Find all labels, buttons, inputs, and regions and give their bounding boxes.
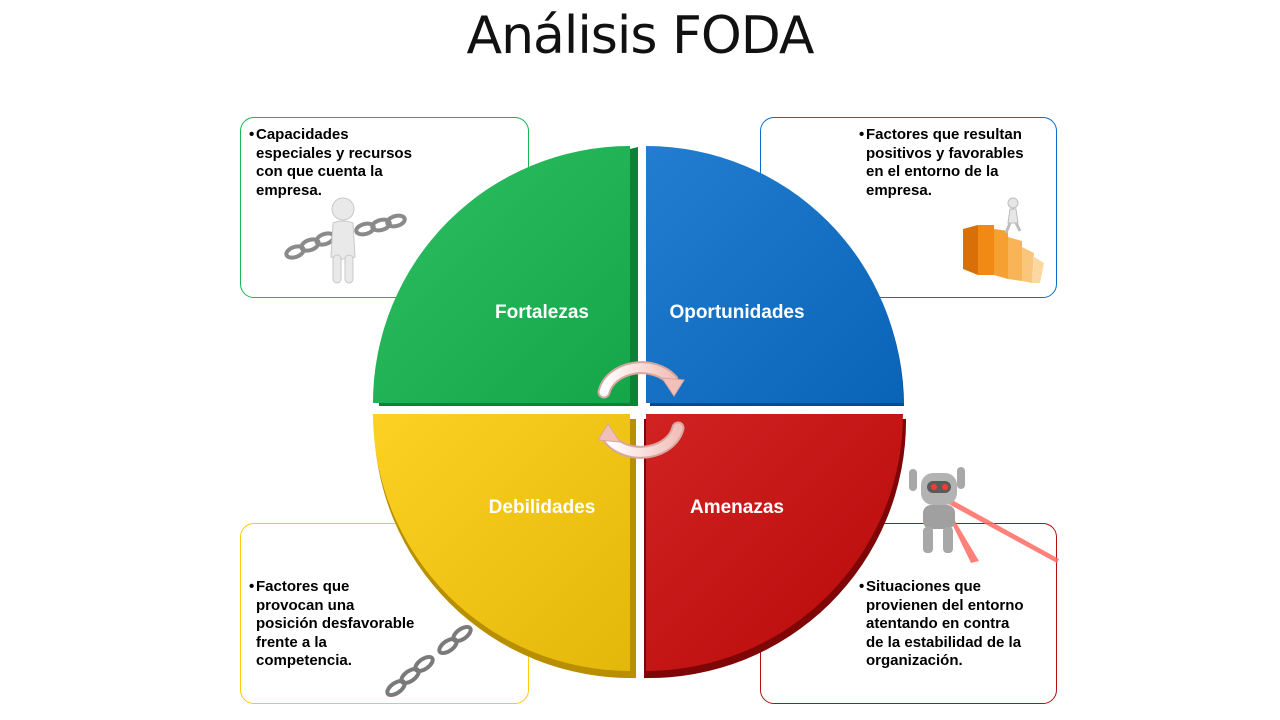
text-line: de la estabilidad de la [866, 634, 1024, 653]
text-line: empresa. [256, 182, 412, 201]
text-line: en el entorno de la [866, 163, 1024, 182]
bullet: • [249, 126, 254, 145]
figure-climbing-stairs-icon [958, 193, 1048, 289]
label-debilidades: Debilidades [489, 497, 596, 518]
text-line: provienen del entorno [866, 597, 1024, 616]
label-fortalezas: Fortalezas [495, 302, 589, 323]
text-line: provocan una [256, 597, 414, 616]
text-line: Capacidades [256, 126, 412, 145]
bullet: • [859, 126, 864, 145]
text-line: Factores que resultan [866, 126, 1024, 145]
text-line: posición desfavorable [256, 615, 414, 634]
bullet: • [859, 578, 864, 597]
text-line: atentando en contra [866, 615, 1024, 634]
text-line: organización. [866, 652, 1024, 671]
text-line: especiales y recursos [256, 145, 412, 164]
text-line: frente a la [256, 634, 414, 653]
text-line: positivos y favorables [866, 145, 1024, 164]
text-line: empresa. [866, 182, 1024, 201]
text-line: Factores que [256, 578, 414, 597]
page-title: Análisis FODA [0, 6, 1280, 66]
cycle-arrows-icon [598, 368, 684, 453]
text-fortalezas: • Capacidades especiales y recursos con … [256, 126, 412, 200]
text-line: competencia. [256, 652, 414, 671]
figure-holding-chain-icon [283, 197, 409, 289]
text-line: Situaciones que [866, 578, 1024, 597]
bullet: • [249, 578, 254, 597]
text-line: con que cuenta la [256, 163, 412, 182]
robot-laser-icon [903, 465, 1059, 563]
text-oportunidades: • Factores que resultan positivos y favo… [866, 126, 1024, 200]
label-amenazas: Amenazas [690, 497, 784, 518]
label-oportunidades: Oportunidades [669, 302, 804, 323]
text-amenazas: • Situaciones que provienen del entorno … [866, 578, 1024, 671]
text-debilidades: • Factores que provocan una posición des… [256, 578, 414, 671]
